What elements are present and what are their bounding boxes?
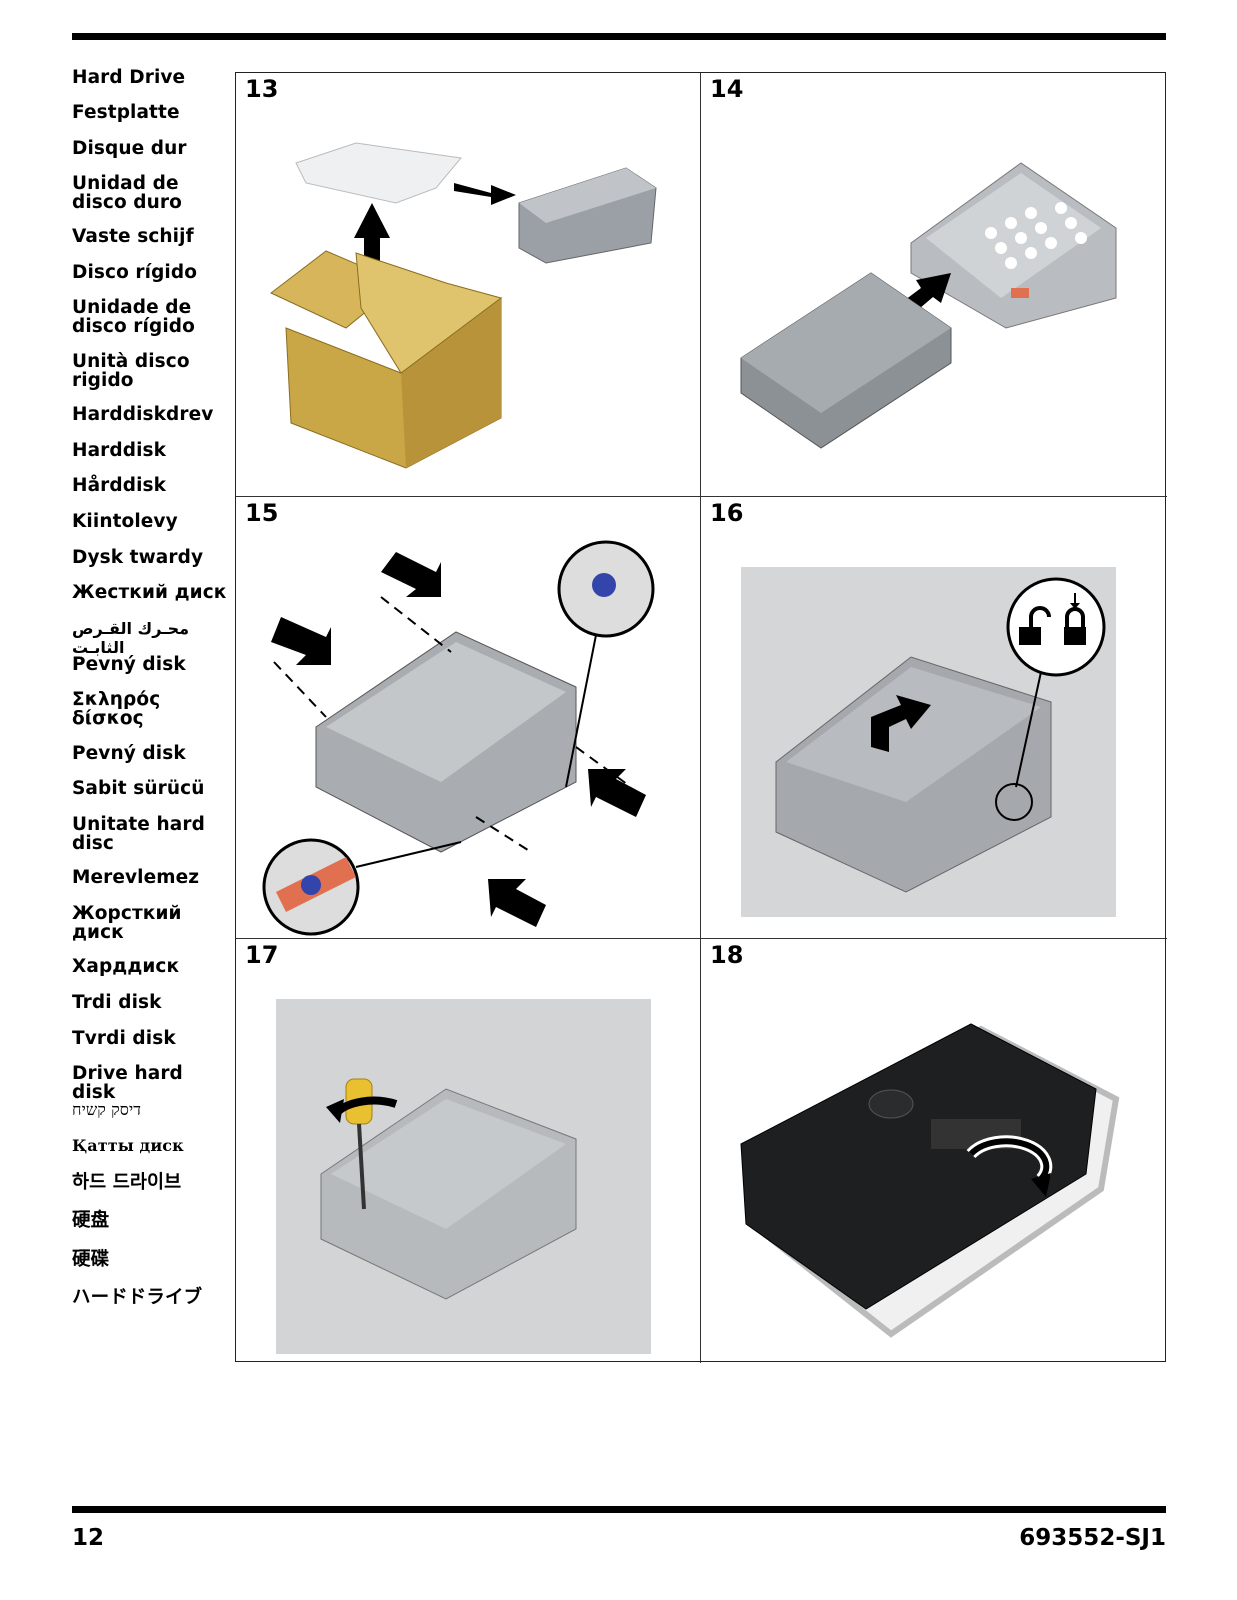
step-number: 15 [245, 499, 279, 527]
lang-label: Harddisk [72, 440, 167, 461]
lang-label: Disco rígido [72, 262, 198, 283]
drive-into-bracket-illustration [740, 162, 1117, 449]
unbox-drive-illustration [270, 142, 657, 469]
lang-label: Kiintolevy [72, 511, 178, 532]
step-13-panel: 13 [236, 73, 701, 497]
lang-label: Sabit sürücü [72, 778, 205, 799]
arrow-icon [871, 695, 931, 752]
lang-label: Merevlemez [72, 867, 200, 888]
lang-label: דיסק קשיח [72, 1100, 142, 1119]
lang-label: Tvrdi disk [72, 1028, 176, 1049]
lang-label: Жорсткий диск [72, 903, 182, 943]
lang-label: Жесткий диск [72, 582, 227, 603]
lang-label: 硬碟 [72, 1249, 110, 1270]
install-screws-illustration [262, 540, 655, 936]
lang-label: محـرك القـرص الثابـت [72, 619, 190, 657]
lang-label: Қатты диск [72, 1136, 184, 1155]
arrow-icon [488, 879, 546, 927]
step-number: 16 [710, 499, 744, 527]
arrow-icon [381, 552, 441, 597]
step-number: 14 [710, 75, 744, 103]
step-number: 13 [245, 75, 279, 103]
lang-label: Σκληρός δίσκος [72, 689, 161, 729]
lang-label: Harddiskdrev [72, 404, 214, 425]
lang-label: 硬盘 [72, 1210, 110, 1231]
lang-label: Trdi disk [72, 992, 162, 1013]
replace-cover-illustration [740, 1023, 1120, 1338]
lang-label: Unidad de disco duro [72, 173, 182, 213]
step-14-panel: 14 [701, 73, 1167, 497]
lang-label: Pevný disk [72, 654, 186, 675]
lang-label: Vaste schijf [72, 226, 194, 247]
lang-label: Hard Drive [72, 67, 186, 88]
lang-label: ハードドライブ [72, 1287, 203, 1308]
lang-label: Unidade de disco rígido [72, 297, 195, 337]
arrow-up-icon [354, 203, 390, 273]
arrow-icon [271, 617, 331, 665]
lang-label: Drive hard disk [72, 1063, 183, 1103]
tighten-screw-illustration [276, 999, 651, 1354]
lang-label: 하드 드라이브 [72, 1172, 182, 1193]
step-15-panel: 15 [236, 497, 701, 939]
lang-label: Hårddisk [72, 475, 167, 496]
step-number: 17 [245, 941, 279, 969]
unlock-icon [1019, 627, 1041, 645]
step-17-panel: 17 [236, 939, 701, 1363]
arrow-icon [588, 769, 646, 817]
document-number: 693552-SJ1 [1019, 1525, 1166, 1551]
lock-icon [1064, 627, 1086, 645]
lang-label: Харддиск [72, 956, 180, 977]
slide-lock-illustration [741, 567, 1116, 917]
page-number: 12 [72, 1525, 105, 1551]
top-rule [72, 33, 1166, 40]
lang-label: Pevný disk [72, 743, 186, 764]
lang-label: Unità disco rigido [72, 351, 190, 391]
lang-label: Festplatte [72, 102, 180, 123]
curved-arrow-icon [968, 1138, 1050, 1182]
step-number: 18 [710, 941, 744, 969]
steps-grid: 13 14 [235, 72, 1167, 1363]
arrow-right-icon [454, 183, 516, 205]
bottom-rule [72, 1506, 1166, 1513]
step-18-panel: 18 [701, 939, 1167, 1363]
step-16-panel: 16 [701, 497, 1167, 939]
lang-label: Unitate hard disc [72, 814, 205, 854]
lang-label: Dysk twardy [72, 547, 204, 568]
lang-label: Disque dur [72, 138, 187, 159]
hp-logo-icon [868, 1089, 914, 1119]
